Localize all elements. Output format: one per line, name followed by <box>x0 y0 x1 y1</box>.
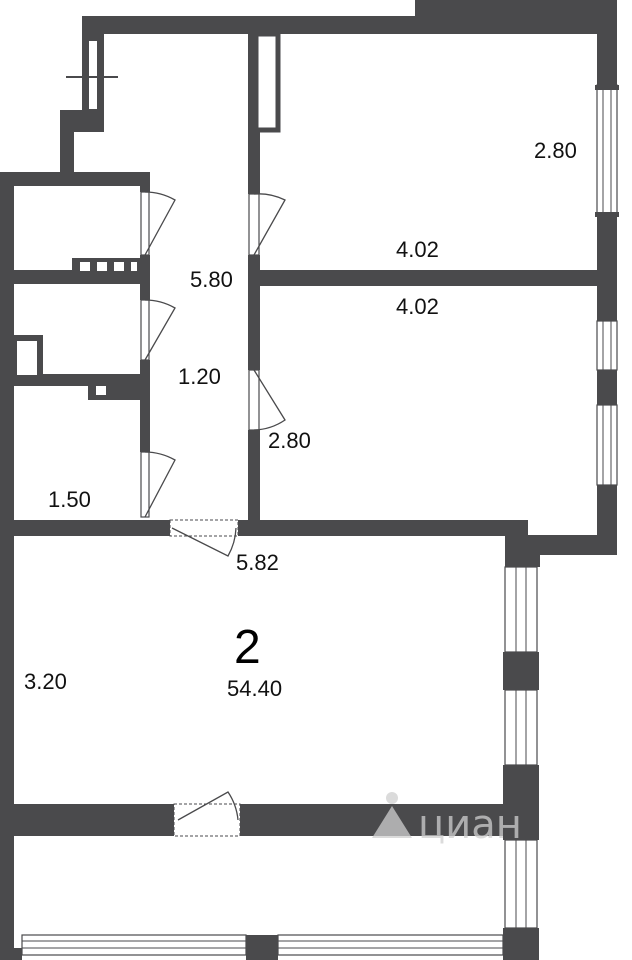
window-balcony-bottom-left <box>21 934 247 956</box>
dimension-labels: 2.80 4.02 4.02 2.80 5.80 1.20 1.50 5.82 … <box>24 138 577 694</box>
window-balcony-right <box>504 839 538 929</box>
door-balcony <box>173 791 241 837</box>
doors <box>140 191 286 837</box>
ventilation-shafts <box>11 31 281 400</box>
window-balcony-bottom-right <box>277 934 504 956</box>
door-small-room <box>140 451 176 518</box>
window-living-1 <box>504 566 538 653</box>
door-middle-left-room <box>140 299 176 361</box>
door-living-room-top <box>169 519 239 557</box>
room-number: 2 <box>234 621 261 674</box>
window-middle-right-1 <box>596 320 618 371</box>
dim-living-depth: 3.20 <box>24 669 67 694</box>
interior-walls <box>14 34 600 836</box>
watermark: циан <box>372 792 522 848</box>
dim-corridor-length: 5.80 <box>190 267 233 292</box>
window-middle-right-2 <box>596 404 618 486</box>
window-living-2 <box>504 689 538 766</box>
outer-walls <box>0 0 617 960</box>
windows <box>21 84 619 956</box>
door-top-left-room <box>140 191 176 256</box>
dim-corridor-width: 1.20 <box>178 364 221 389</box>
dim-small-room: 1.50 <box>48 487 91 512</box>
dim-top-right-depth: 4.02 <box>396 237 439 262</box>
dim-living-width: 5.82 <box>236 550 279 575</box>
door-middle-right-room <box>248 369 286 431</box>
watermark-logo-icon <box>372 792 412 838</box>
window-top-right <box>595 84 619 217</box>
dim-top-right-width: 2.80 <box>534 138 577 163</box>
watermark-text: циан <box>418 802 522 848</box>
dim-middle-right-width: 2.80 <box>268 428 311 453</box>
total-area: 54.40 <box>227 676 282 701</box>
door-top-right-room <box>248 193 286 256</box>
dim-middle-right-depth: 4.02 <box>396 294 439 319</box>
